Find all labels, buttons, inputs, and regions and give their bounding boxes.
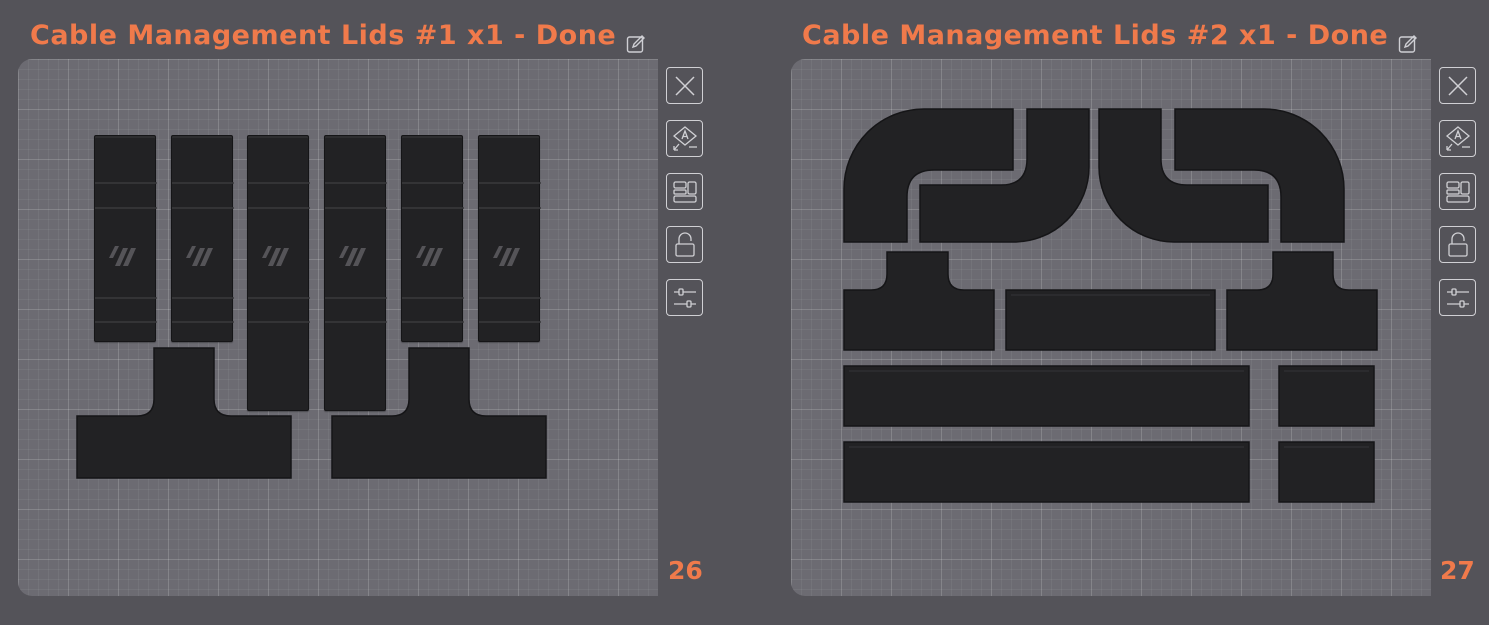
long-straight-lid-part <box>843 365 1250 427</box>
auto-orient-icon[interactable] <box>666 120 703 157</box>
corner-tee-lid-part <box>843 251 995 351</box>
corner-tee-lid-part <box>1226 251 1378 351</box>
plate-settings-icon[interactable] <box>666 279 703 316</box>
close-icon[interactable] <box>666 67 703 104</box>
straight-lid-part[interactable] <box>478 135 541 342</box>
tee-lid-part[interactable] <box>331 347 547 479</box>
straight-lid-part[interactable] <box>247 135 310 411</box>
unlock-icon[interactable] <box>1439 226 1476 263</box>
plate-1-toolbar <box>666 67 703 316</box>
unlock-icon[interactable] <box>666 226 703 263</box>
elbow-lid-part <box>1174 108 1345 243</box>
plate-1-bed[interactable] <box>18 59 658 596</box>
short-straight-lid-part <box>1278 441 1375 503</box>
close-icon[interactable] <box>1439 67 1476 104</box>
long-straight-lid-part <box>843 441 1250 503</box>
plate-2-number: 27 <box>1440 556 1475 585</box>
plate-2-bed[interactable] <box>791 59 1431 596</box>
plate-2-title[interactable]: Cable Management Lids #2 x1 - Done <box>802 20 1418 53</box>
plate-1-title-text: Cable Management Lids #1 x1 - Done <box>30 20 617 51</box>
straight-lid-part <box>1005 289 1216 351</box>
edit-pencil-icon[interactable] <box>1398 30 1418 53</box>
plate-1-number: 26 <box>668 556 703 585</box>
short-straight-lid-part <box>1278 365 1375 427</box>
plate-2-toolbar <box>1439 67 1476 316</box>
auto-orient-icon[interactable] <box>1439 120 1476 157</box>
elbow-lid-part <box>919 108 1090 243</box>
plate-settings-icon[interactable] <box>1439 279 1476 316</box>
elbow-lid-part <box>1098 108 1269 243</box>
straight-lid-part[interactable] <box>171 135 234 342</box>
edit-pencil-icon[interactable] <box>626 30 646 53</box>
elbow-lid-part <box>843 108 1014 243</box>
arrange-icon[interactable] <box>1439 173 1476 210</box>
straight-lid-part[interactable] <box>401 135 464 342</box>
plate-1-title[interactable]: Cable Management Lids #1 x1 - Done <box>30 20 646 53</box>
plate-2-title-text: Cable Management Lids #2 x1 - Done <box>802 20 1389 51</box>
straight-lid-part[interactable] <box>324 135 387 411</box>
arrange-icon[interactable] <box>666 173 703 210</box>
tee-lid-part[interactable] <box>76 347 292 479</box>
straight-lid-part[interactable] <box>94 135 157 342</box>
